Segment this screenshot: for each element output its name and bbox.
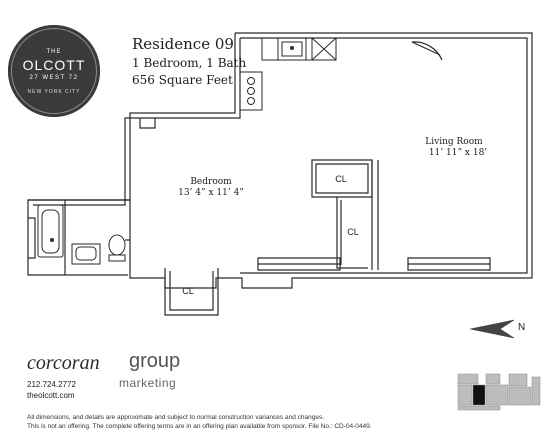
unit-rooms: 1 Bedroom, 1 Bath xyxy=(132,56,247,70)
closet-label-middle: CL xyxy=(347,227,359,237)
stove xyxy=(239,71,263,111)
logo-name: OLCOTT xyxy=(22,57,86,73)
north-arrow-icon xyxy=(469,319,515,339)
walls xyxy=(27,32,533,316)
living-room-name: Living Room xyxy=(425,137,483,147)
unit-area: 656 Square Feet xyxy=(132,73,233,87)
logo-prefix: THE xyxy=(46,49,62,55)
toilet xyxy=(108,234,126,256)
bathroom-sink xyxy=(71,243,101,265)
contact-phone: 212.724.2772 xyxy=(27,380,76,389)
olcott-logo: THE OLCOTT 27 WEST 72 NEW YORK CITY xyxy=(8,25,100,117)
disclaimer-line-2: This is not an offering. The complete of… xyxy=(27,423,372,430)
closet-label-lower: CL xyxy=(182,286,194,296)
bathtub xyxy=(37,204,64,258)
disclaimer-line-1: All dimensions, and details are approxim… xyxy=(27,414,325,421)
brand-corcoran: corcoran xyxy=(27,352,100,374)
fixtures xyxy=(37,37,337,265)
closet-label-upper: CL xyxy=(335,174,347,184)
bedroom-size: 13’ 4” x 11’ 4” xyxy=(178,188,244,198)
logo-address: 27 WEST 72 xyxy=(29,75,79,81)
residence-title: Residence 09 xyxy=(132,35,234,53)
building-key-plan xyxy=(457,373,541,411)
compass-label: N xyxy=(518,322,526,333)
bedroom-name: Bedroom xyxy=(190,177,232,187)
contact-website[interactable]: theolcott.com xyxy=(27,391,75,400)
brand-group: group xyxy=(129,350,181,372)
living-room-size: 11’ 11” x 18’ xyxy=(429,148,487,158)
logo-city: NEW YORK CITY xyxy=(27,89,81,95)
brand-marketing: marketing xyxy=(119,376,177,390)
